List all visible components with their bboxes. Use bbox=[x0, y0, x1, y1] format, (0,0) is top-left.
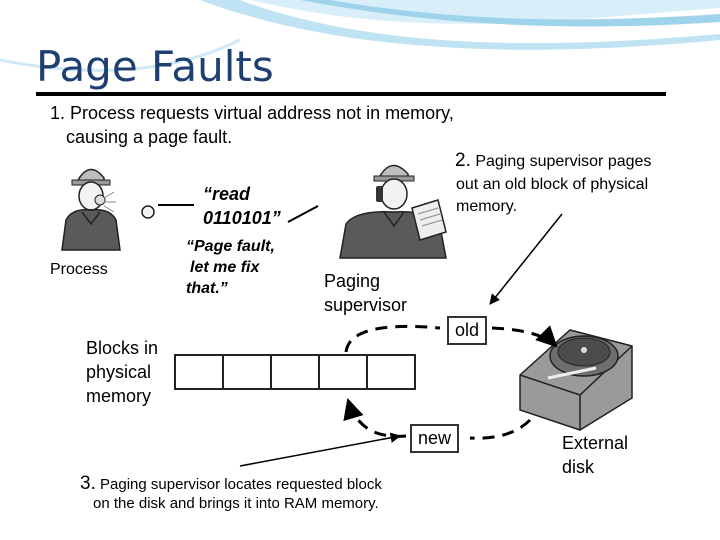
page-title: Page Faults bbox=[36, 42, 274, 91]
quote-fault-line2: let me fix bbox=[190, 259, 260, 276]
new-block-label: new bbox=[410, 424, 460, 453]
blocks-label-1: Blocks in bbox=[86, 338, 159, 358]
quote-fault-line3: that.” bbox=[186, 280, 228, 297]
old-block-label: old bbox=[447, 316, 488, 345]
step2-line1: 2. Paging supervisor pages bbox=[455, 150, 651, 172]
step1-line2: causing a page fault. bbox=[66, 127, 233, 147]
quote-read-line1: “read bbox=[203, 184, 251, 204]
from-disk-dashed-path bbox=[469, 418, 532, 440]
external-disk-label-2: disk bbox=[562, 457, 595, 477]
step1-line1: 1. Process requests virtual address not … bbox=[50, 103, 454, 123]
step2-line2: out an old block of physical bbox=[456, 176, 649, 193]
step3-text-1: Paging supervisor locates requested bloc… bbox=[100, 476, 382, 493]
step2-line3: memory. bbox=[456, 198, 518, 215]
step3-number: 3. bbox=[80, 473, 96, 494]
memory-block bbox=[318, 354, 368, 390]
title-divider bbox=[36, 92, 666, 96]
memory-block bbox=[366, 354, 416, 390]
blocks-label-3: memory bbox=[86, 386, 152, 406]
physical-memory-blocks bbox=[174, 354, 416, 390]
step3-pointer-arrow bbox=[239, 432, 402, 467]
paging-supervisor-worker-icon bbox=[339, 164, 447, 259]
step3-line1: 3. Paging supervisor locates requested b… bbox=[80, 473, 382, 495]
page-out-dashed-path bbox=[344, 324, 441, 353]
external-disk-label-1: External bbox=[562, 433, 629, 453]
blocks-label-2: physical bbox=[86, 362, 152, 382]
speech-line-supervisor bbox=[287, 205, 319, 223]
step2-pointer-arrow bbox=[489, 213, 563, 305]
process-label: Process bbox=[50, 261, 108, 278]
process-worker-icon bbox=[56, 158, 156, 251]
step3-line2: on the disk and brings it into RAM memor… bbox=[93, 495, 379, 512]
step2-text-1: Paging supervisor pages bbox=[475, 153, 652, 170]
quote-read-line2: 0110101” bbox=[203, 208, 281, 228]
quote-fault-line1: “Page fault, bbox=[186, 238, 275, 255]
to-memory-dashed-arrow bbox=[343, 397, 407, 438]
memory-block bbox=[174, 354, 224, 390]
paging-supervisor-label-2: supervisor bbox=[324, 295, 408, 315]
to-disk-dashed-arrow bbox=[491, 325, 558, 348]
step2-number: 2. bbox=[455, 150, 471, 171]
header-swoosh bbox=[0, 0, 720, 72]
paging-supervisor-label-1: Paging bbox=[324, 271, 381, 291]
memory-block bbox=[270, 354, 320, 390]
external-disk-icon bbox=[519, 329, 633, 431]
